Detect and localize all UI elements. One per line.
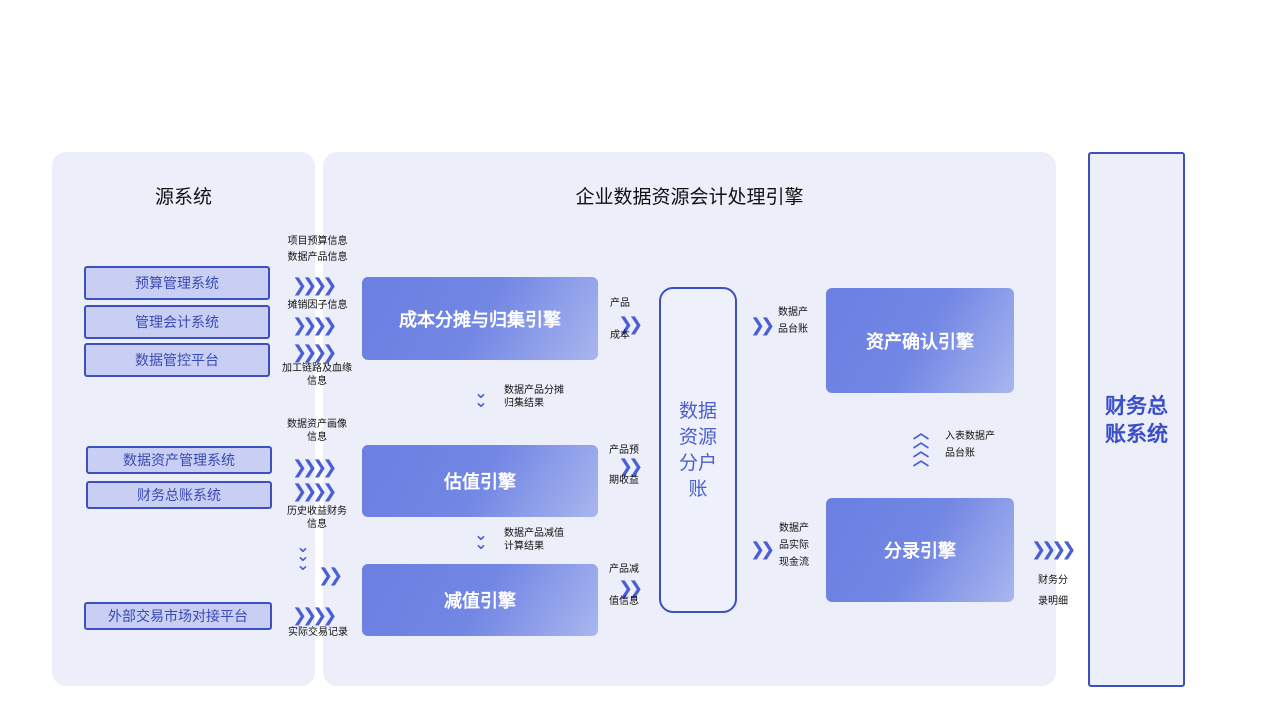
- label-trade: 实际交易记录: [288, 627, 348, 638]
- chevron-right-icon: ❯❯: [318, 565, 343, 586]
- label-impair-result: 数据产品减值计算结果: [504, 528, 564, 552]
- chevron-right-icon: ❯❯❯❯: [292, 481, 337, 502]
- label-product-imp-1: 产品减: [609, 564, 639, 575]
- general-ledger-system[interactable]: 财务总账系统: [1088, 152, 1185, 687]
- journal-entry-engine[interactable]: 分录引擎: [826, 498, 1014, 602]
- label-product-cost-2: 成本: [610, 330, 630, 341]
- label-history: 历史收益财务信息: [287, 506, 347, 530]
- label-alloc-result: 数据产品分摊归集结果: [504, 385, 564, 409]
- chevron-down-icon: ⌄⌄⌄: [296, 537, 310, 574]
- source-data-asset-system[interactable]: 数据资产管理系统: [86, 446, 272, 474]
- chevron-right-icon: ❯❯: [618, 578, 643, 599]
- source-external-market[interactable]: 外部交易市场对接平台: [84, 602, 272, 630]
- chevron-right-icon: ❯❯❯❯: [1031, 539, 1076, 560]
- chevron-down-icon: ⌄⌄: [474, 383, 488, 411]
- engine-title: 企业数据资源会计处理引擎: [575, 186, 804, 208]
- label-product-exp-1: 产品预: [609, 445, 639, 456]
- label-product-exp-2: 期收益: [609, 475, 639, 486]
- source-management-accounting[interactable]: 管理会计系统: [84, 305, 270, 339]
- cost-allocation-engine[interactable]: 成本分摊与归集引擎: [362, 277, 598, 360]
- chevron-right-icon: ❯❯❯❯: [292, 457, 337, 478]
- label-product-imp-2: 值信息: [609, 596, 639, 607]
- label-amort: 摊销因子信息: [287, 300, 348, 311]
- source-gl-system[interactable]: 财务总账系统: [86, 481, 272, 509]
- chevron-right-icon: ❯❯: [750, 315, 775, 336]
- chevron-right-icon: ❯❯❯❯: [292, 342, 337, 363]
- label-lineage: 加工链路及血缘信息: [282, 363, 352, 387]
- source-panel: [52, 152, 315, 686]
- chevron-right-icon: ❯❯❯❯: [292, 315, 337, 336]
- impairment-engine[interactable]: 减值引擎: [362, 564, 598, 636]
- chevron-right-icon: ❯❯: [618, 456, 643, 477]
- label-product-cost-1: 产品: [610, 298, 630, 309]
- label-budget: 项目预算信息: [287, 236, 348, 247]
- chevron-up-icon: ︿︿︿︿: [912, 423, 929, 469]
- chevron-right-icon: ❯❯: [750, 539, 775, 560]
- label-cashflow: 数据产品实际现金流: [779, 523, 809, 568]
- chevron-down-icon: ⌄⌄: [474, 525, 488, 553]
- chevron-right-icon: ❯❯: [618, 314, 643, 335]
- source-budget-system[interactable]: 预算管理系统: [84, 266, 270, 300]
- chevron-right-icon: ❯❯❯❯: [292, 275, 337, 296]
- data-resource-ledger[interactable]: 数据资源分户账: [659, 287, 737, 613]
- label-portrait: 数据资产画像信息: [287, 419, 347, 443]
- label-entries: 财务分录明细: [1038, 575, 1068, 607]
- source-title: 源系统: [154, 186, 212, 208]
- label-booked: 入表数据产品台账: [945, 431, 995, 459]
- chevron-right-icon: ❯❯❯❯: [292, 605, 337, 626]
- label-ledger-out: 数据产品台账: [778, 307, 808, 335]
- label-product: 数据产品信息: [287, 252, 348, 263]
- valuation-engine[interactable]: 估值引擎: [362, 445, 598, 517]
- source-data-governance[interactable]: 数据管控平台: [84, 343, 270, 377]
- asset-recognition-engine[interactable]: 资产确认引擎: [826, 288, 1014, 393]
